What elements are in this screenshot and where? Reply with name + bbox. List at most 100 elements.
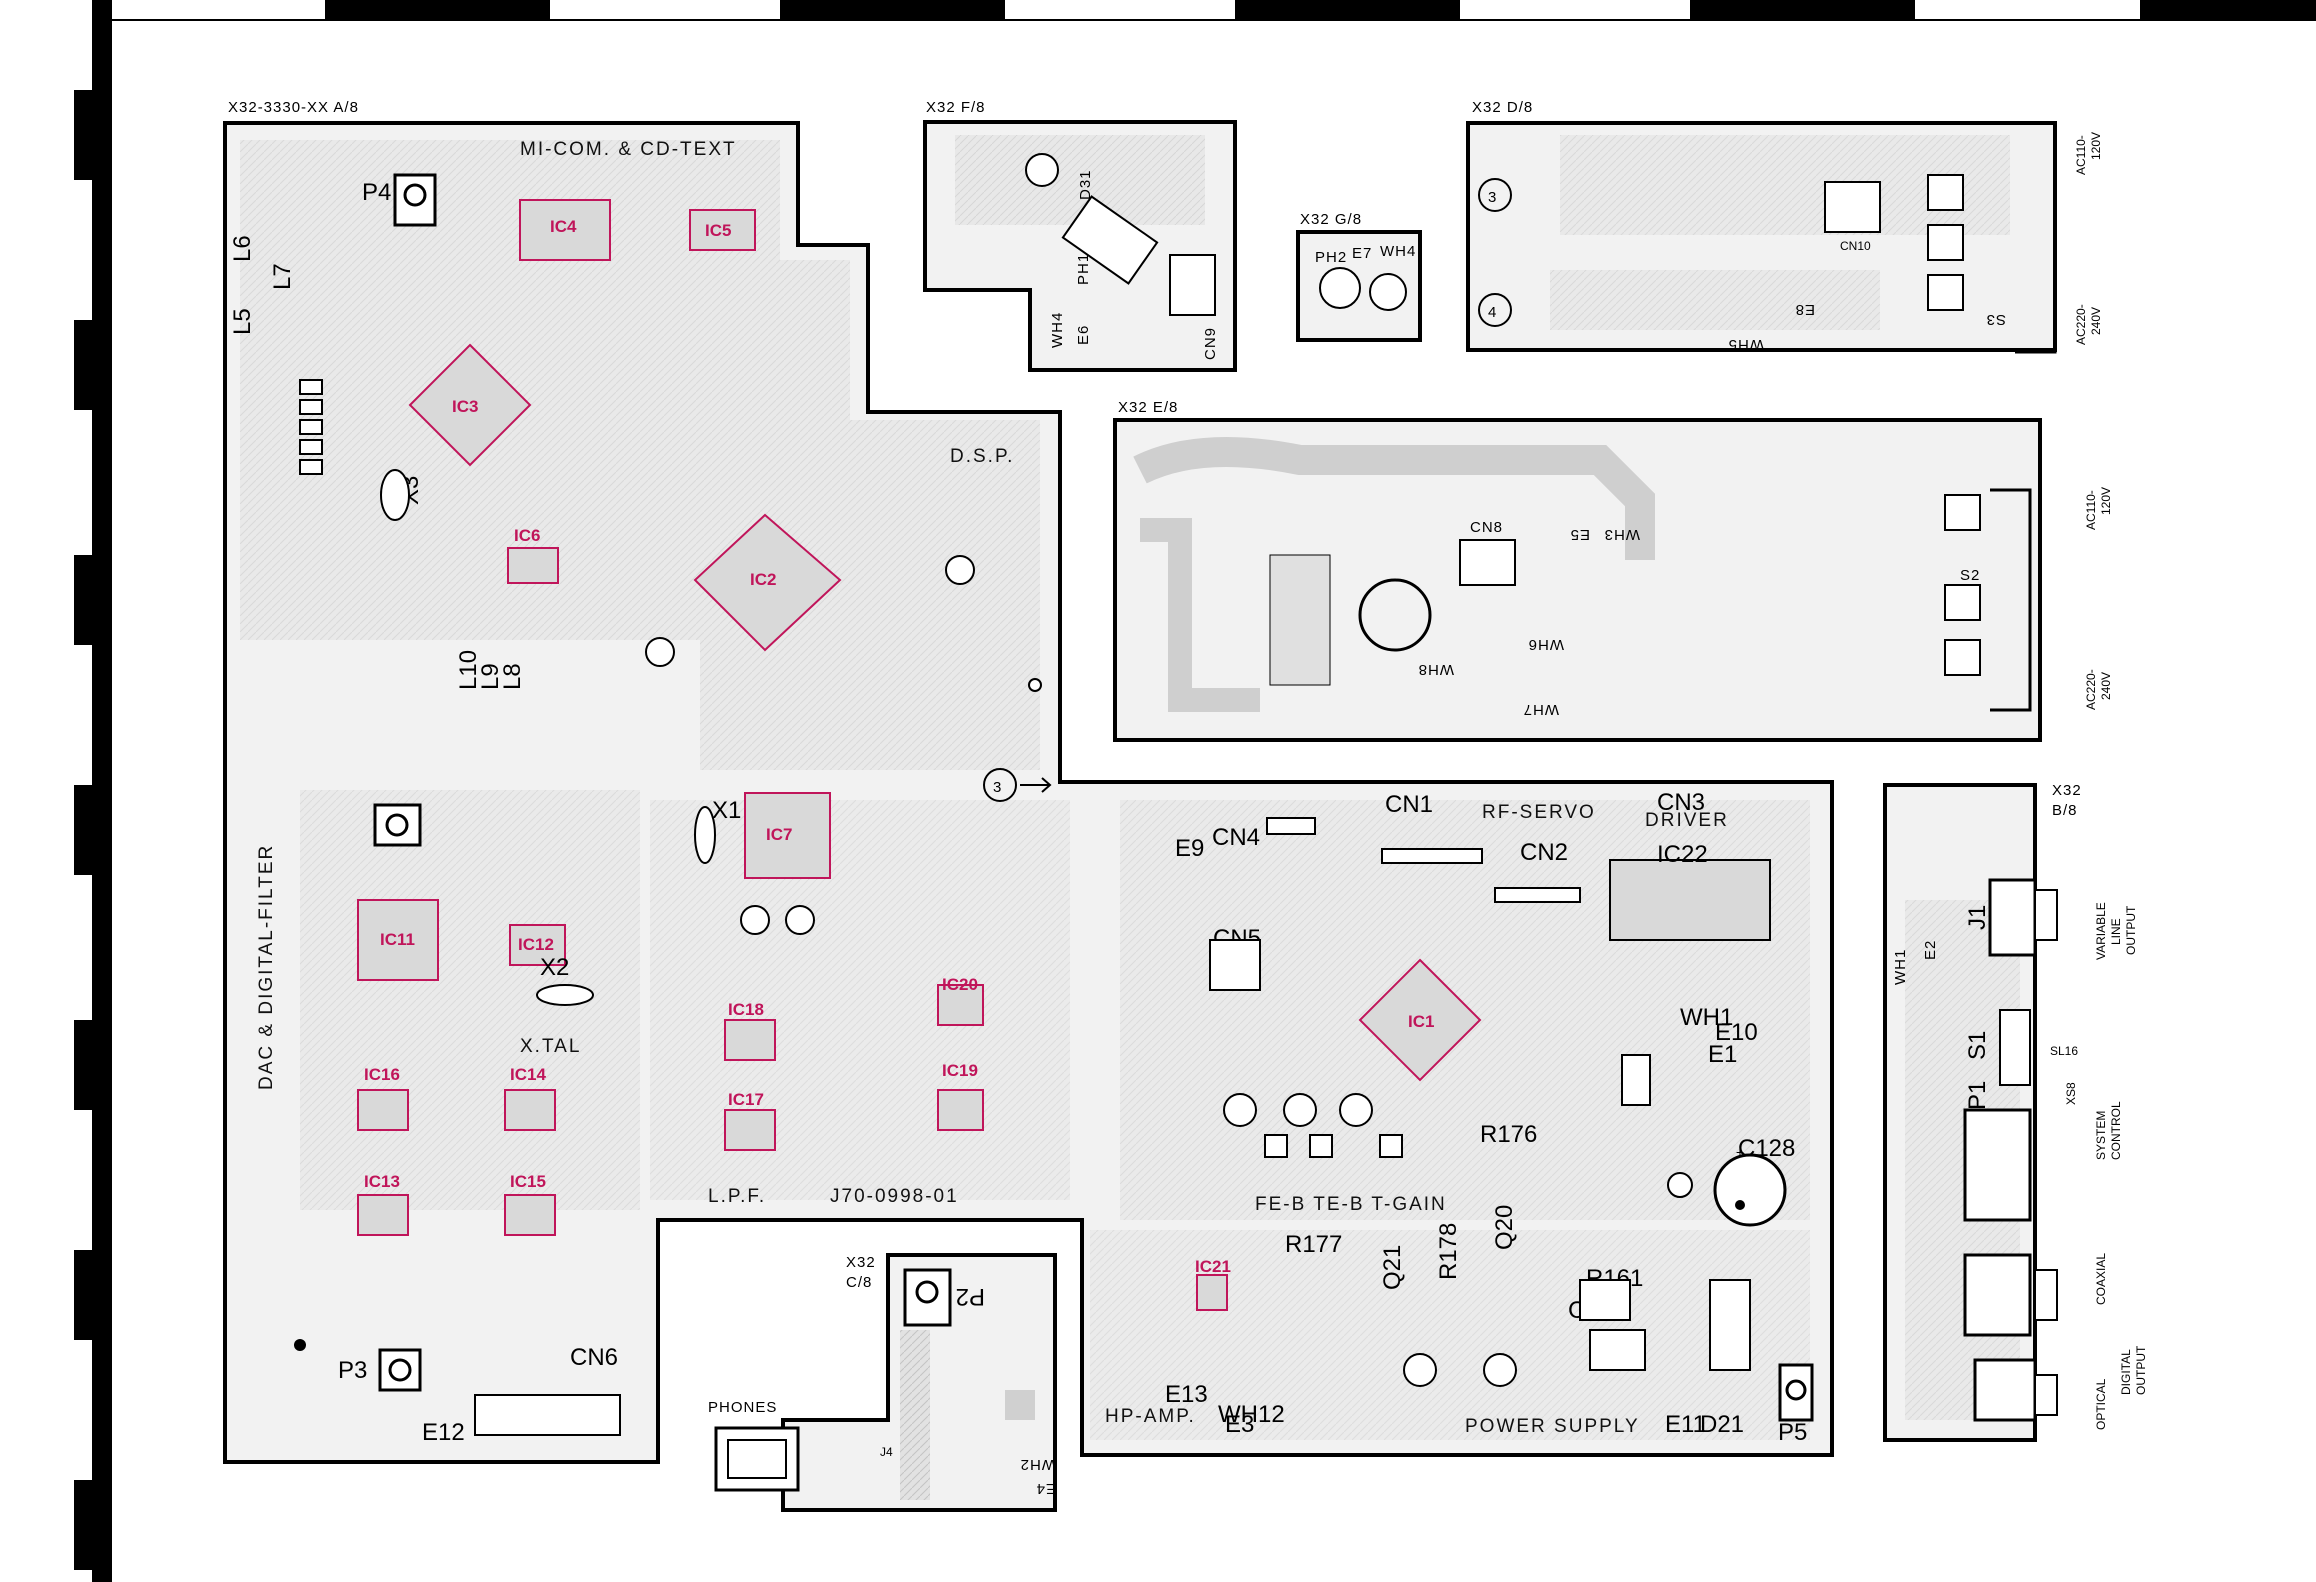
ic-label: IC17 bbox=[728, 1090, 764, 1109]
ic-label: IC16 bbox=[364, 1065, 400, 1084]
part-label: D21 bbox=[1700, 1411, 1744, 1438]
section-lpf: L.P.F. bbox=[708, 1186, 766, 1207]
phones-label: PHONES bbox=[708, 1399, 777, 1416]
board-e-ac-bottom: AC220- bbox=[2084, 669, 2098, 710]
board-b: X32 B/8 J1 WH1 E2 SL16 S1 P1 VARIABLE LI… bbox=[1883, 782, 2148, 1442]
board-b-side-text: XS8 bbox=[2064, 1082, 2078, 1105]
board-e-ac-top: 120V bbox=[2099, 487, 2113, 515]
board-b-side-text: LINE bbox=[2109, 918, 2123, 945]
circled-number: 4 bbox=[1488, 304, 1497, 321]
board-b-label: S1 bbox=[1964, 1031, 1991, 1060]
section-hp-amp: HP-AMP. bbox=[1105, 1406, 1196, 1427]
section-dsp: D.S.P. bbox=[950, 446, 1014, 467]
part-label: WH12 bbox=[1218, 1401, 1285, 1428]
board-e-label: CN8 bbox=[1470, 519, 1503, 536]
board-b-label: WH1 bbox=[1892, 949, 1909, 985]
part-label: E12 bbox=[422, 1419, 465, 1446]
board-f: X32 F/8 D31 PH1 WH4 E6 CN9 bbox=[923, 99, 1237, 372]
ic-label: IC12 bbox=[518, 935, 554, 954]
board-a-title: X32-3330-XX A/8 bbox=[228, 99, 359, 116]
board-c-label: WH2 bbox=[1020, 1456, 1056, 1473]
board-d-ac-top: AC110- bbox=[2074, 135, 2088, 175]
board-f-label: CN9 bbox=[1202, 327, 1219, 360]
section-driver: DRIVER bbox=[1645, 810, 1729, 831]
top-registration-marks bbox=[325, 0, 2316, 20]
board-b-side-text: OUTPUT bbox=[2134, 1345, 2148, 1395]
board-e: X32 E/8 CN8 WH3 E5 WH6 WH8 WH7 S2 AC110-… bbox=[1113, 399, 2113, 742]
board-c-title-sub: C/8 bbox=[846, 1274, 872, 1291]
board-c-label: J4 bbox=[880, 1445, 893, 1459]
test-point-label: P4 bbox=[362, 179, 391, 206]
part-label: L10 bbox=[455, 650, 482, 690]
part-label: X1 bbox=[712, 797, 741, 824]
ic-label: IC20 bbox=[942, 975, 978, 994]
board-b-title-sub: B/8 bbox=[2052, 802, 2078, 819]
part-label: CN2 bbox=[1520, 839, 1568, 866]
ic-label: IC18 bbox=[728, 1000, 764, 1019]
board-b-label: SL16 bbox=[2050, 1044, 2078, 1058]
test-point-label: P5 bbox=[1778, 1419, 1807, 1446]
ic-label: IC2 bbox=[750, 570, 776, 589]
circled-number: 3 bbox=[993, 779, 1002, 796]
board-e-label: WH3 bbox=[1604, 526, 1640, 543]
board-b-label: J1 bbox=[1964, 905, 1991, 930]
board-b-side-text: OPTICAL bbox=[2094, 1378, 2108, 1430]
board-e-label: WH6 bbox=[1528, 636, 1564, 653]
section-gain: FE-B TE-B T-GAIN bbox=[1255, 1194, 1447, 1215]
part-label: L7 bbox=[269, 263, 296, 290]
board-d-ac-bottom: AC220- bbox=[2074, 304, 2088, 345]
board-f-label: D31 bbox=[1077, 169, 1094, 200]
board-c-label: P2 bbox=[956, 1283, 985, 1310]
part-label: E3 bbox=[1225, 1411, 1254, 1438]
svg-text:+: + bbox=[1736, 1144, 1744, 1160]
component-pads: + bbox=[294, 379, 1787, 1436]
part-label: Q21 bbox=[1379, 1245, 1406, 1290]
part-label: Q20 bbox=[1491, 1205, 1518, 1250]
board-f-label: E6 bbox=[1075, 325, 1092, 345]
part-label: E13 bbox=[1165, 1381, 1208, 1408]
board-f-label: WH4 bbox=[1049, 312, 1066, 348]
ic-label: IC5 bbox=[705, 221, 731, 240]
board-d-ac-top: 120V bbox=[2089, 132, 2103, 160]
board-b-title: X32 bbox=[2052, 782, 2082, 799]
part-label: L5 bbox=[229, 308, 256, 335]
board-e-ac-bottom: 240V bbox=[2099, 672, 2113, 700]
board-b-side-text: OUTPUT bbox=[2124, 905, 2138, 955]
board-g-label: PH2 bbox=[1315, 249, 1347, 266]
board-d-label: S3 bbox=[1986, 311, 2006, 328]
ic-label: IC14 bbox=[510, 1065, 546, 1084]
part-label: E9 bbox=[1175, 835, 1204, 862]
part-label: E1 bbox=[1708, 1041, 1737, 1068]
board-b-label: E2 bbox=[1922, 940, 1939, 960]
board-d-label: CN10 bbox=[1840, 239, 1871, 253]
section-rf-servo: RF-SERVO bbox=[1482, 802, 1596, 823]
board-b-label: P1 bbox=[1964, 1081, 1991, 1110]
ic-label: IC1 bbox=[1408, 1012, 1434, 1031]
ic-bodies bbox=[357, 199, 1771, 1311]
section-power-supply: POWER SUPPLY bbox=[1465, 1416, 1640, 1437]
board-b-side-text: SYSTEM bbox=[2094, 1111, 2108, 1160]
board-c-title: X32 bbox=[846, 1254, 876, 1271]
board-d-label: WH5 bbox=[1728, 336, 1764, 353]
board-part-number: J70-0998-01 bbox=[830, 1186, 959, 1207]
section-dac: DAC & DIGITAL-FILTER bbox=[256, 844, 277, 1090]
circled-number: 3 bbox=[1488, 189, 1497, 206]
part-label: E10 bbox=[1715, 1019, 1758, 1046]
part-label: CN3 bbox=[1657, 789, 1705, 816]
board-c-label: E4 bbox=[1036, 1480, 1056, 1497]
board-e-title: X32 E/8 bbox=[1118, 399, 1178, 416]
part-label: L6 bbox=[229, 235, 256, 262]
circled-markers: 3 bbox=[983, 768, 1052, 802]
part-label: R178 bbox=[1435, 1223, 1462, 1280]
ic-label: IC19 bbox=[942, 1061, 978, 1080]
board-e-ac-top: AC110- bbox=[2084, 490, 2098, 530]
ic-labels: IC4 IC5 IC3 IC2 IC6 IC7 IC11 IC12 IC16 I… bbox=[364, 217, 1708, 1276]
part-label: L8 bbox=[499, 663, 526, 690]
part-label: CN4 bbox=[1212, 824, 1260, 851]
board-d: X32 D/8 CN10 WH5 E8 S3 3 4 AC110- 120V A… bbox=[1466, 99, 2103, 354]
section-micom: MI-COM. & CD-TEXT bbox=[520, 139, 737, 160]
board-g: X32 G/8 PH2 E7 WH4 bbox=[1296, 211, 1422, 342]
board-e-label: WH7 bbox=[1523, 701, 1559, 718]
